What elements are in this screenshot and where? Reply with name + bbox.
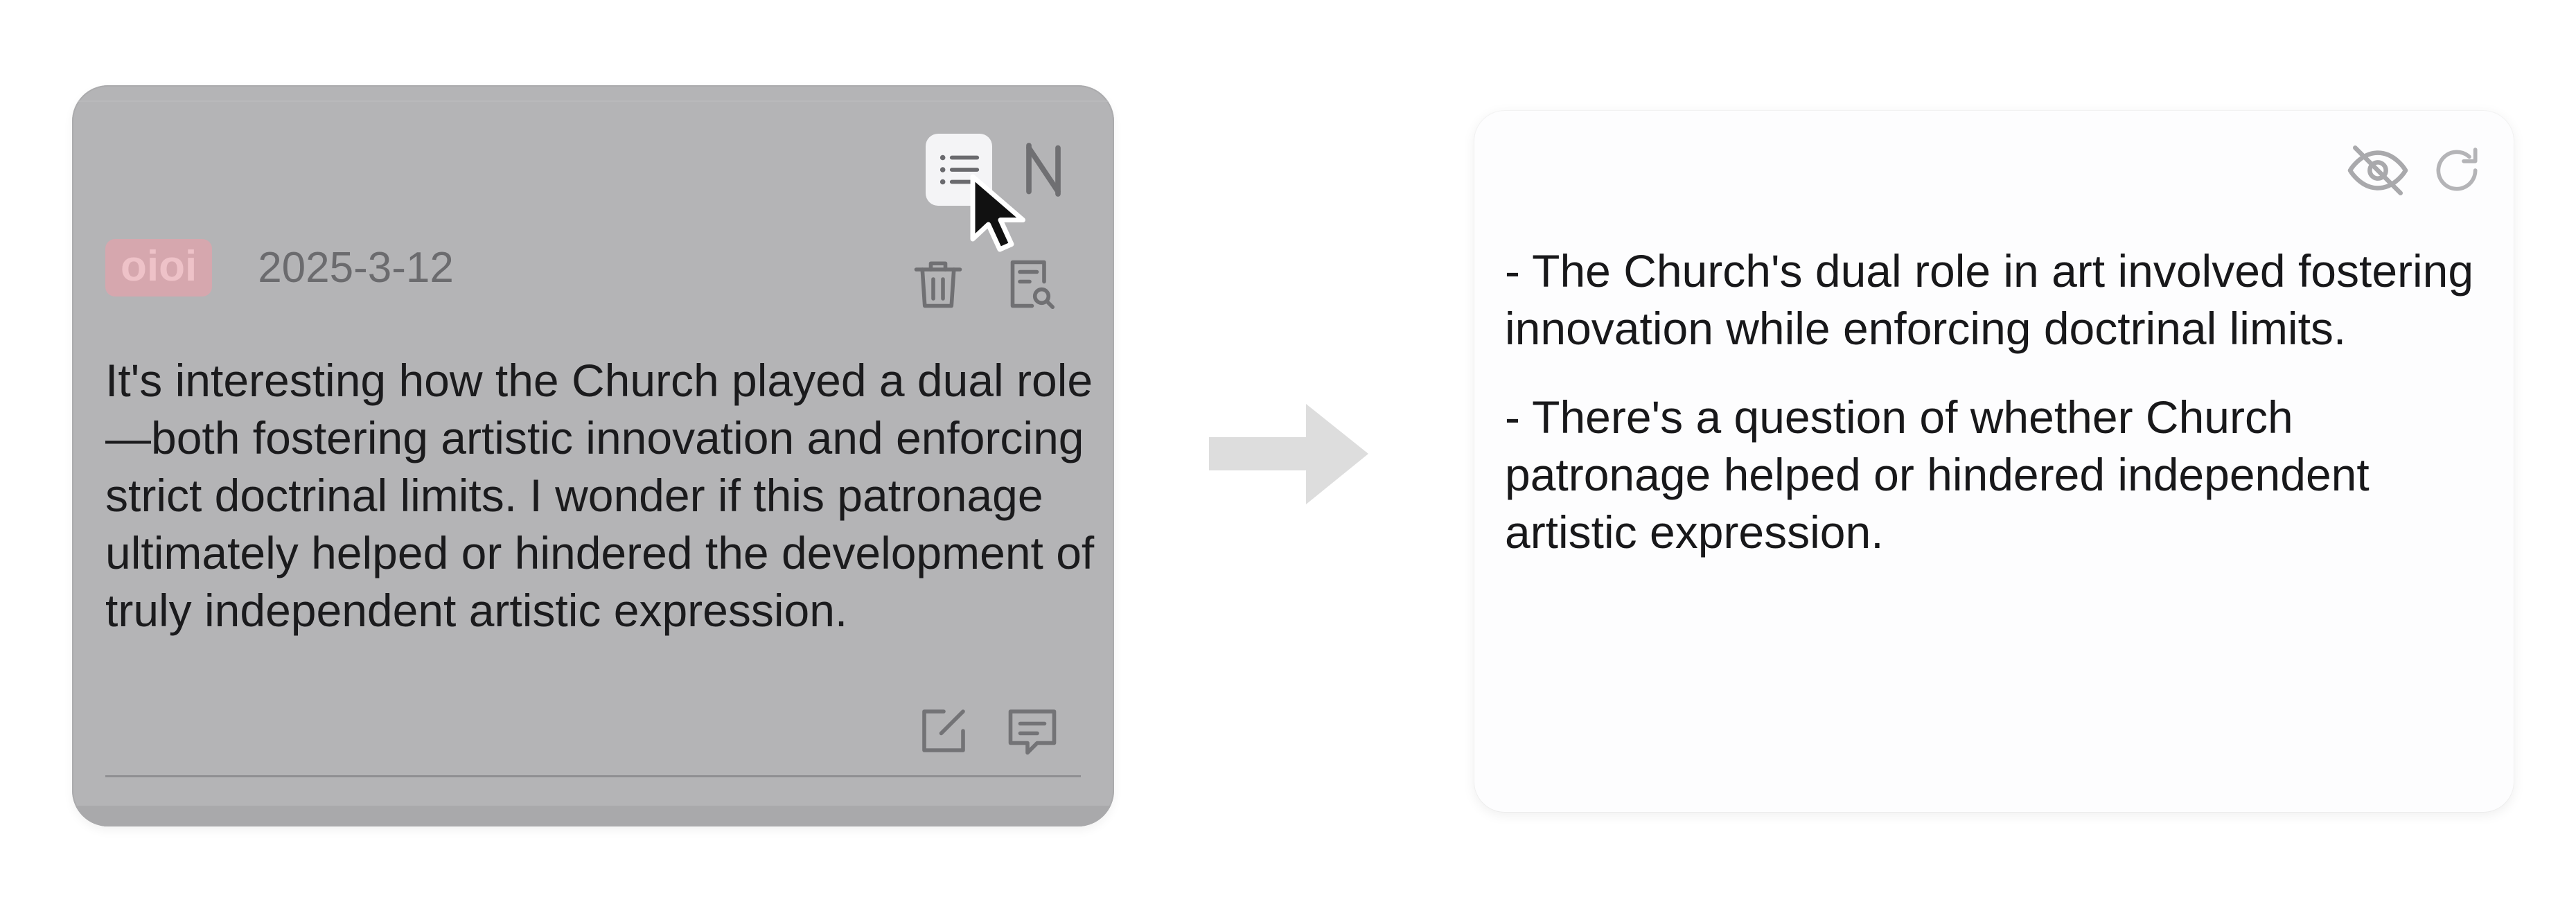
search-document-icon[interactable]	[1000, 251, 1059, 317]
edit-icon[interactable]	[915, 702, 973, 760]
refresh-icon[interactable]	[2429, 143, 2485, 198]
trash-icon[interactable]	[909, 251, 967, 317]
eye-off-icon[interactable]	[2345, 143, 2411, 198]
summary-bullet: - There's a question of whether Church p…	[1505, 391, 2370, 558]
summary-toolbar	[2345, 143, 2485, 198]
note-meta-row: oioi 2025-3-12	[105, 239, 454, 297]
card-top-toolbar	[926, 134, 1070, 206]
sort-button[interactable]	[1017, 134, 1070, 206]
note-divider	[105, 775, 1081, 777]
next-note-edge	[72, 806, 1114, 826]
summary-card: - The Church's dual role in art involved…	[1474, 111, 2514, 812]
mouse-pointer-icon	[966, 173, 1042, 256]
summary-bullet: - The Church's dual role in art involved…	[1505, 245, 2474, 354]
card-top-edge	[72, 100, 1114, 102]
note-body-text: It's interesting how the Church played a…	[105, 355, 1095, 636]
note-tag[interactable]: oioi	[105, 239, 213, 297]
summary-list-button[interactable]	[926, 134, 992, 206]
arrow-right-icon	[1209, 404, 1368, 504]
summary-text: - The Church's dual role in art involved…	[1505, 242, 2489, 592]
comment-icon[interactable]	[1000, 702, 1064, 760]
note-date: 2025-3-12	[258, 243, 454, 292]
sort-icon	[1019, 140, 1068, 200]
note-footer-actions	[915, 702, 1064, 760]
note-actions	[909, 251, 1059, 317]
note-card: oioi 2025-3-12 It's interesting how the …	[72, 85, 1114, 826]
